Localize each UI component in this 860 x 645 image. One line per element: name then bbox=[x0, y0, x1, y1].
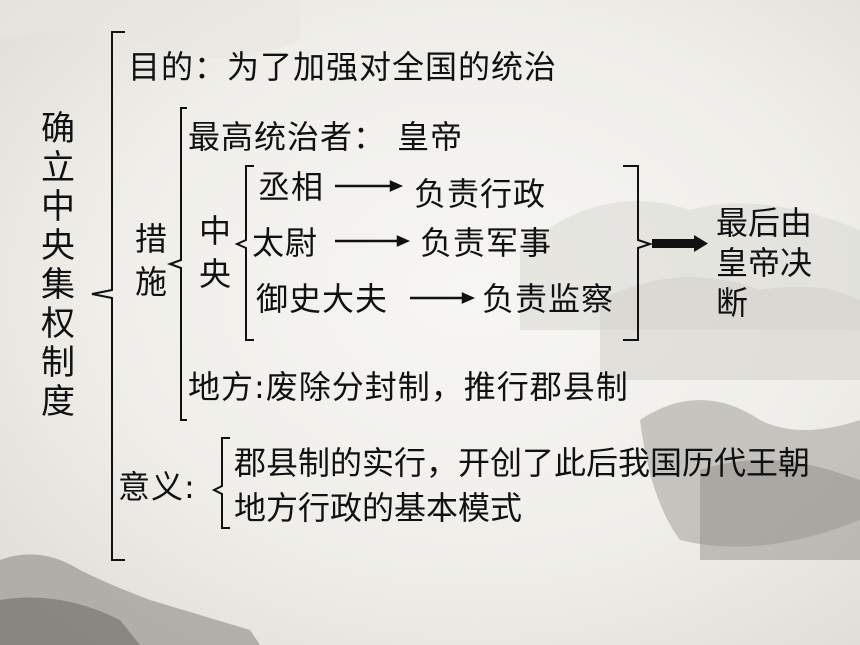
central-bracket bbox=[234, 165, 254, 341]
supreme-ruler-text: 最高统治者： 皇帝 bbox=[188, 118, 464, 156]
local-text: 地方:废除分封制，推行郡县制 bbox=[188, 368, 629, 406]
measures-bracket bbox=[167, 107, 187, 421]
official-chancellor-title: 丞相 bbox=[258, 168, 325, 206]
final-bracket bbox=[623, 165, 654, 341]
main-bracket bbox=[91, 31, 125, 561]
official-commandant-duty: 负责军事 bbox=[420, 224, 553, 262]
measures-label: 措施 bbox=[134, 220, 167, 301]
central-label: 中央 bbox=[198, 212, 231, 293]
purpose-text: 目的：为了加强对全国的统治 bbox=[128, 48, 558, 86]
official-chancellor-duty: 负责行政 bbox=[414, 175, 547, 213]
final-arrow bbox=[652, 235, 708, 252]
final-decision-text: 最后由皇帝决断 bbox=[716, 204, 813, 322]
significance-bracket bbox=[211, 437, 230, 529]
significance-text: 郡县制的实行，开创了此后我国历代王朝地方行政的基本模式 bbox=[234, 444, 811, 527]
official-censor-duty: 负责监察 bbox=[482, 280, 615, 318]
significance-label: 意义: bbox=[118, 468, 196, 506]
official-commandant-title: 太尉 bbox=[252, 224, 319, 262]
title-vertical: 确立中央集权制度 bbox=[41, 109, 75, 422]
official-censor-title: 御史大夫 bbox=[256, 280, 389, 318]
